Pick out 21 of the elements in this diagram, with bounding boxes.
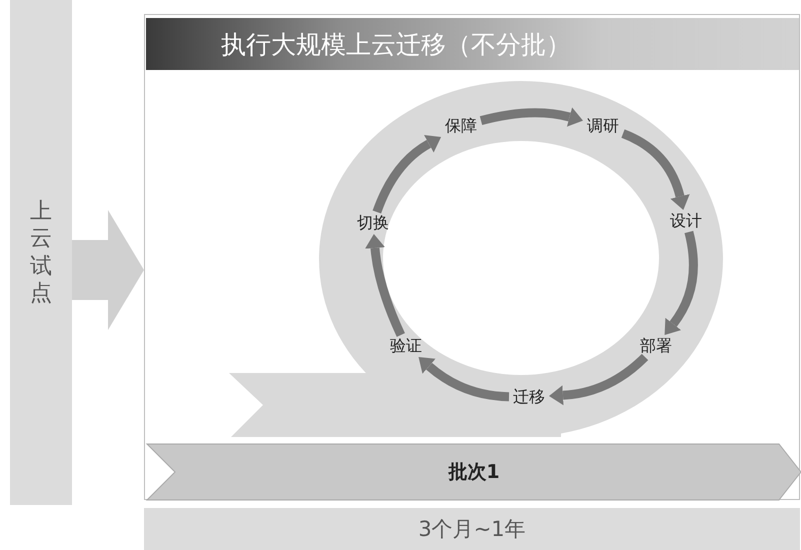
step-label: 迁移 — [509, 386, 549, 408]
step-label: 保障 — [441, 115, 481, 137]
step-label: 切换 — [353, 212, 393, 234]
side-panel — [10, 0, 72, 505]
curved-arrow — [549, 354, 648, 406]
curved-arrow — [480, 107, 584, 127]
step-label: 验证 — [386, 335, 426, 357]
band-label: 批次1 — [448, 460, 500, 485]
duration-bar: 3个月~1年 — [144, 508, 800, 550]
panel-label: 上云试点 — [30, 198, 52, 308]
curved-arrow — [621, 129, 690, 210]
curved-arrow — [365, 234, 405, 337]
heading-band: 执行大规模上云迁移（不分批） — [146, 18, 799, 70]
step-label: 设计 — [666, 210, 706, 232]
step-label: 部署 — [636, 335, 676, 357]
frame-panel — [144, 14, 800, 500]
curved-arrow — [418, 357, 510, 402]
curved-arrow — [372, 135, 441, 214]
block-arrow — [72, 210, 144, 330]
step-label: 调研 — [583, 115, 623, 137]
curved-arrow — [665, 231, 698, 336]
